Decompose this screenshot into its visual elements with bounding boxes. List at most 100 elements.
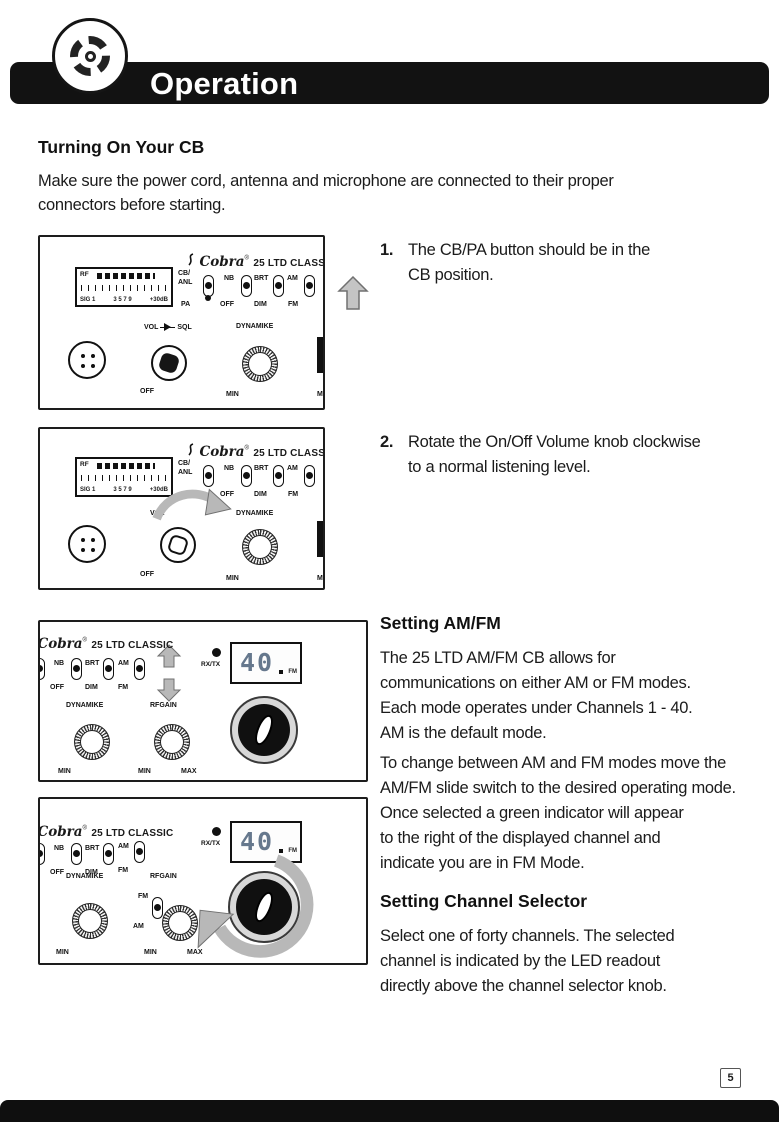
switch-knob bbox=[105, 665, 112, 672]
radio-brand: Cobra® 25 LTD CLASSIC bbox=[186, 443, 323, 461]
radio-brand: Cobra® 25 LTD CLASSIC bbox=[40, 635, 173, 653]
cb-pa-switch bbox=[203, 275, 214, 297]
connector-pin bbox=[81, 548, 85, 552]
dynamike-knob bbox=[242, 529, 278, 565]
model-name: 25 LTD CLASSIC bbox=[91, 828, 174, 839]
pa-label: PA bbox=[181, 301, 191, 308]
connector-pin bbox=[91, 538, 95, 542]
text-line: The 25 LTD AM/FM CB allows for bbox=[380, 649, 616, 667]
off-label: OFF bbox=[220, 301, 234, 308]
max-label: MAX bbox=[187, 949, 203, 956]
am-label: AM bbox=[118, 843, 129, 850]
brt-label: BRT bbox=[85, 845, 100, 852]
section-heading-amfm: Setting AM/FM bbox=[380, 613, 501, 633]
sql-label: SQL bbox=[177, 323, 192, 331]
knob-core bbox=[238, 704, 290, 756]
connector-pin bbox=[91, 354, 95, 358]
text-line: to a normal listening level. bbox=[408, 458, 591, 476]
intro-paragraph: Make sure the power cord, antenna and mi… bbox=[38, 169, 614, 217]
am-fm-switch bbox=[134, 658, 145, 680]
text-line: Select one of forty channels. The select… bbox=[380, 927, 675, 945]
brt-label: BRT bbox=[254, 275, 269, 282]
rx-tx-label: RX/TX bbox=[201, 661, 221, 668]
switch-knob bbox=[275, 472, 282, 479]
text-line: To change between AM and FM modes move t… bbox=[380, 754, 727, 772]
operation-badge bbox=[52, 18, 128, 94]
channel-readout: 40 bbox=[240, 827, 275, 856]
illustration-volume: Cobra® 25 LTD CLASSIC RF SIG 1 3 5 7 9 +… bbox=[38, 427, 325, 590]
meter-scale-db: +30dB bbox=[149, 487, 168, 493]
switch-knob bbox=[105, 850, 112, 857]
off-position-label: OFF bbox=[140, 388, 154, 395]
meter-rf-label: RF bbox=[80, 461, 89, 468]
dynamike-knob bbox=[74, 724, 110, 760]
min-label: MIN bbox=[56, 949, 69, 956]
signal-meter: RF SIG 1 3 5 7 9 +30dB bbox=[75, 457, 173, 497]
clipped-switch bbox=[40, 843, 45, 865]
nb-label: NB bbox=[224, 465, 235, 472]
knob-face bbox=[78, 909, 102, 933]
knob-face bbox=[160, 730, 184, 754]
meter-ticks bbox=[81, 285, 167, 291]
step-number: 1. bbox=[380, 241, 394, 259]
text-line: CB position. bbox=[408, 266, 494, 284]
min-label-clipped: MIN bbox=[317, 391, 325, 398]
am-position-label: AM bbox=[133, 923, 144, 930]
mic-connector bbox=[68, 341, 106, 379]
switch-knob bbox=[205, 472, 212, 479]
step-1: 1. The CB/PA button should be in the CB … bbox=[380, 238, 650, 288]
meter-segment-bar bbox=[97, 463, 155, 469]
callout-dot bbox=[205, 295, 211, 301]
brand-name: Cobra bbox=[199, 254, 245, 270]
amfm-paragraph-1: The 25 LTD AM/FM CB allows for communica… bbox=[380, 646, 693, 746]
fm-label: FM bbox=[288, 491, 299, 498]
channel-display: 40 FM bbox=[230, 642, 302, 684]
registered-mark: ® bbox=[244, 445, 249, 452]
min-label: MIN bbox=[226, 391, 239, 398]
clipped-switch bbox=[40, 658, 45, 680]
text-line: The CB/PA button should be in the bbox=[408, 241, 651, 259]
dynamike-label: DYNAMIKE bbox=[66, 702, 104, 709]
meter-scale-db: +30dB bbox=[149, 297, 168, 303]
nb-off-switch bbox=[71, 843, 82, 865]
rx-tx-indicator bbox=[212, 827, 221, 836]
connector-pin bbox=[91, 364, 95, 368]
illustration-channel-selector: Cobra® 25 LTD CLASSIC NB OFF BRT DIM AM … bbox=[38, 797, 368, 965]
rfgain-knob bbox=[162, 905, 198, 941]
channel-readout: 40 bbox=[240, 648, 275, 677]
anl-label: ANL bbox=[178, 469, 193, 476]
brand-name: Cobra bbox=[199, 444, 245, 460]
switch-knob bbox=[275, 282, 282, 289]
gear-hub bbox=[84, 50, 96, 62]
meter-scale-sig: SIG 1 bbox=[80, 297, 96, 303]
mic-connector bbox=[68, 525, 106, 563]
switch-knob bbox=[73, 850, 80, 857]
switch-knob bbox=[306, 282, 313, 289]
text-line: communications on either AM or FM modes. bbox=[380, 674, 691, 692]
switch-knob bbox=[243, 472, 250, 479]
signal-meter: RF SIG 1 3 5 7 9 +30dB bbox=[75, 267, 173, 307]
dim-label: DIM bbox=[85, 684, 98, 691]
switch-knob bbox=[136, 848, 143, 855]
channel-selector-knob bbox=[228, 871, 300, 943]
knob-slot bbox=[251, 889, 277, 925]
min-label: MIN bbox=[58, 768, 71, 775]
off-label: OFF bbox=[220, 491, 234, 498]
brand-name: Cobra bbox=[38, 824, 83, 840]
switch-knob bbox=[40, 850, 43, 857]
anl-label: ANL bbox=[178, 279, 193, 286]
meter-scale-mid: 3 5 7 9 bbox=[113, 487, 132, 493]
rfgain-label: RFGAIN bbox=[150, 873, 177, 880]
rx-tx-indicator bbox=[212, 648, 221, 657]
channel-selector-paragraph: Select one of forty channels. The select… bbox=[380, 924, 675, 999]
text-line: indicate you are in FM Mode. bbox=[380, 854, 585, 872]
dynamike-knob bbox=[242, 346, 278, 382]
section-heading-channel-selector: Setting Channel Selector bbox=[380, 891, 588, 911]
fm-label: FM bbox=[288, 301, 299, 308]
cobra-snake-icon bbox=[188, 253, 194, 266]
pa-label: PA bbox=[181, 491, 191, 498]
step-number: 2. bbox=[380, 433, 394, 451]
meter-scale-sig: SIG 1 bbox=[80, 487, 96, 493]
